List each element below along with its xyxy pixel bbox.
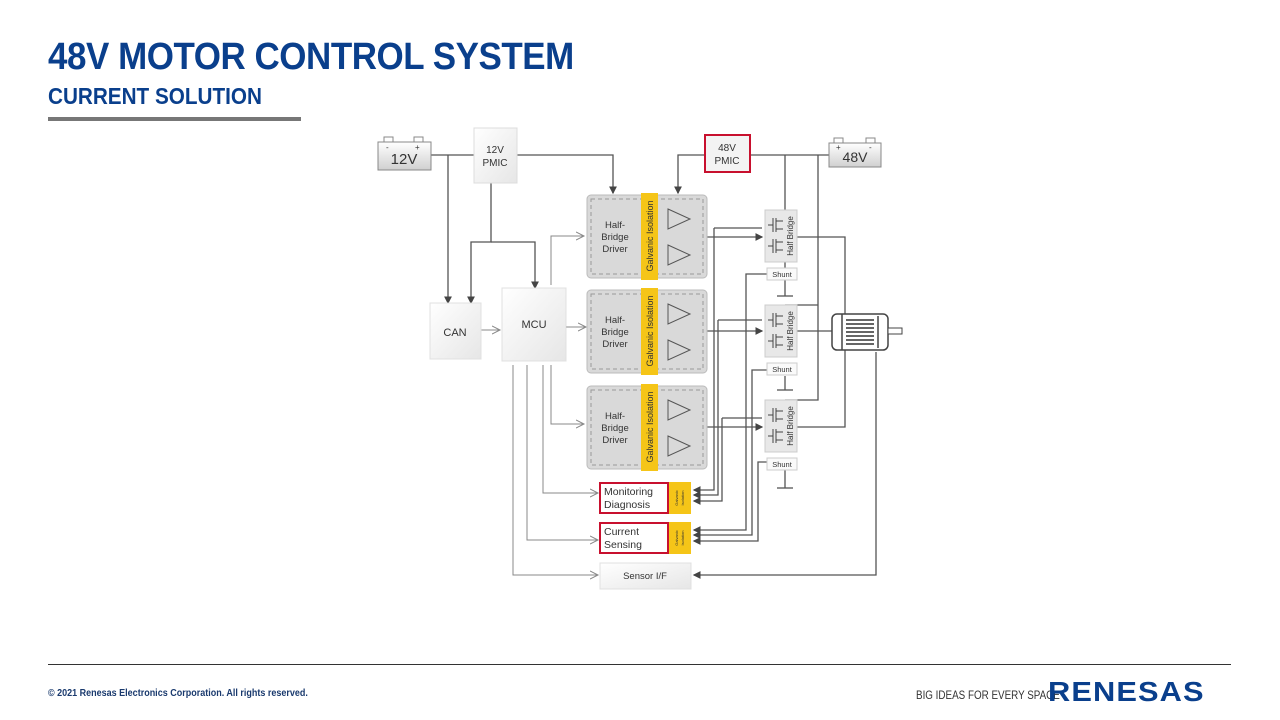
- svg-text:12V: 12V: [391, 151, 418, 168]
- svg-text:Galvanic Isolation: Galvanic Isolation: [645, 295, 655, 366]
- driver-label: Half-: [605, 411, 625, 422]
- motor-icon: [831, 313, 903, 351]
- svg-text:48V: 48V: [718, 143, 736, 154]
- amplifier-icon: [667, 399, 692, 421]
- slide-title: 48V MOTOR CONTROL SYSTEM: [48, 36, 574, 78]
- mosfet-icon: [768, 408, 783, 422]
- galvanic-isolation-bar: [641, 193, 658, 280]
- amplifier-icon: [667, 303, 692, 325]
- svg-text:Shunt: Shunt: [772, 365, 793, 374]
- shunt-block: [766, 362, 798, 376]
- galvanic-isolation-bar: [641, 288, 658, 375]
- driver-label: Driver: [602, 435, 627, 446]
- svg-text:Current: Current: [604, 526, 639, 538]
- mcu-block: MCU: [501, 287, 567, 362]
- svg-text:CAN: CAN: [443, 327, 466, 339]
- svg-text:Diagnosis: Diagnosis: [604, 499, 650, 511]
- slide-subtitle: CURRENT SOLUTION: [48, 83, 262, 109]
- pmic-48v: 48V PMIC: [704, 134, 751, 173]
- svg-text:PMIC: PMIC: [483, 158, 508, 169]
- battery-48v: + - 48V: [828, 137, 882, 168]
- svg-text:Isolation: Isolation: [680, 531, 685, 546]
- pmic-12v: 12V PMIC: [473, 127, 518, 184]
- svg-text:-: -: [869, 143, 872, 152]
- tagline: BIG IDEAS FOR EVERY SPACE: [916, 688, 1060, 702]
- current-sensing-block: Current Sensing Galvanic Isolation: [599, 522, 691, 554]
- driver-label: Bridge: [601, 232, 628, 243]
- svg-text:12V: 12V: [486, 145, 504, 156]
- svg-text:Monitoring: Monitoring: [604, 486, 653, 498]
- svg-text:Sensor I/F: Sensor I/F: [623, 571, 667, 582]
- amplifier-icon: [667, 208, 692, 230]
- svg-text:-: -: [386, 143, 389, 152]
- can-block: CAN: [429, 302, 482, 360]
- svg-text:PMIC: PMIC: [715, 156, 740, 167]
- driver-label: Bridge: [601, 423, 628, 434]
- svg-text:Shunt: Shunt: [772, 270, 793, 279]
- svg-text:Galvanic Isolation: Galvanic Isolation: [645, 391, 655, 462]
- driver-label: Bridge: [601, 327, 628, 338]
- svg-text:48V: 48V: [843, 149, 869, 165]
- driver-label: Driver: [602, 339, 627, 350]
- sensor-if-block: Sensor I/F: [599, 562, 692, 590]
- driver-label: Driver: [602, 244, 627, 255]
- footer-divider: [48, 664, 1231, 665]
- svg-text:+: +: [836, 143, 841, 152]
- svg-text:MCU: MCU: [521, 319, 546, 331]
- amplifier-icon: [667, 244, 692, 266]
- shunt-block: [766, 267, 798, 281]
- battery-12v: - + 12V: [377, 136, 432, 171]
- copyright-text: © 2021 Renesas Electronics Corporation. …: [48, 688, 308, 699]
- svg-text:Shunt: Shunt: [772, 460, 793, 469]
- svg-text:Galvanic Isolation: Galvanic Isolation: [645, 200, 655, 271]
- amplifier-icon: [667, 339, 692, 361]
- svg-text:Galvanic: Galvanic: [674, 490, 679, 506]
- shunt-block: [766, 457, 798, 471]
- monitoring-diagnosis-block: Monitoring Diagnosis Galvanic Isolation: [599, 482, 691, 514]
- svg-text:Sensing: Sensing: [604, 539, 642, 551]
- wires: [431, 154, 877, 579]
- mosfet-icon: [768, 313, 783, 327]
- svg-text:Half Bridge: Half Bridge: [786, 406, 795, 446]
- mosfet-icon: [768, 334, 783, 348]
- amplifier-icon: [667, 435, 692, 457]
- svg-text:Isolation: Isolation: [680, 491, 685, 506]
- mosfet-icon: [768, 429, 783, 443]
- mosfet-icon: [768, 239, 783, 253]
- svg-text:+: +: [415, 143, 420, 152]
- galvanic-isolation-bar: [641, 384, 658, 471]
- renesas-logo: RENESAS: [1048, 676, 1205, 707]
- driver-label: Half-: [605, 315, 625, 326]
- mosfet-icon: [768, 218, 783, 232]
- driver-label: Half-: [605, 220, 625, 231]
- svg-text:Half Bridge: Half Bridge: [786, 216, 795, 256]
- title-underline: [48, 117, 301, 121]
- bus-arrows: [481, 236, 598, 575]
- svg-text:Half Bridge: Half Bridge: [786, 311, 795, 351]
- svg-text:Galvanic: Galvanic: [674, 530, 679, 546]
